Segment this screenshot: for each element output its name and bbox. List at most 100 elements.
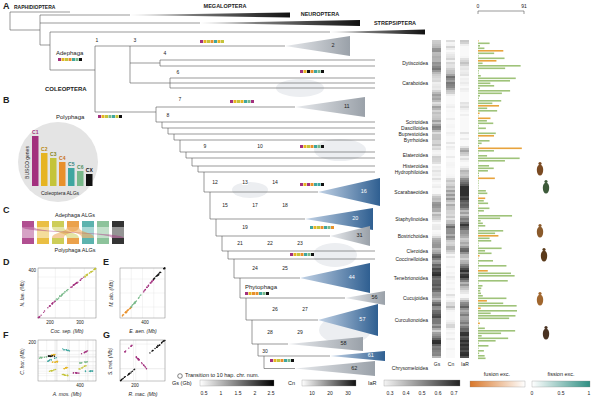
trait-heatmap <box>432 214 441 216</box>
alg-squares <box>270 359 273 362</box>
synteny-plot <box>122 378 123 379</box>
tree-branch <box>240 278 241 298</box>
synteny-plot <box>57 361 58 362</box>
axis-title: E. aen. (Mb) <box>129 329 157 334</box>
rearrangement-bar <box>478 145 479 147</box>
tree-branch <box>95 112 156 113</box>
beetle-icon <box>543 183 549 194</box>
synteny-plot <box>54 354 55 355</box>
trait-heatmap <box>432 284 441 286</box>
trait-heatmap <box>460 296 469 298</box>
alg-squares <box>307 183 310 186</box>
trait-heatmap <box>460 126 469 128</box>
trait-heatmap <box>446 156 455 158</box>
trait-heatmap <box>446 300 455 302</box>
synteny-plot <box>44 310 45 311</box>
trait-heatmap <box>446 106 455 108</box>
trait-heatmap <box>460 304 469 306</box>
synteny-plot <box>157 345 158 346</box>
color-scale <box>532 381 590 387</box>
rearrangement-bar <box>478 260 493 262</box>
rearrangement-bar <box>478 165 489 167</box>
alg-squares <box>321 145 324 148</box>
rearrangement-bar <box>478 158 520 160</box>
synteny-plot <box>64 368 65 369</box>
synteny-plot <box>44 357 45 358</box>
synteny-plot <box>54 362 55 363</box>
trait-heatmap <box>460 56 469 58</box>
synteny-plot <box>50 359 51 360</box>
rearrangement-bar <box>478 120 487 122</box>
trait-heatmap <box>446 250 455 252</box>
trait-heatmap <box>446 120 455 122</box>
synteny-plot <box>120 340 165 381</box>
alg-squares <box>314 183 317 186</box>
alg-squares <box>321 183 324 186</box>
synteny-plot <box>162 341 163 342</box>
synteny-plot <box>161 342 162 343</box>
alg-count-panel: C1C2C3C4C5C6CXBUSCO genesColeoptera ALGs <box>18 122 98 202</box>
synteny-plot <box>51 356 52 357</box>
trait-heatmap <box>460 42 469 44</box>
rearrangement-bar <box>478 240 491 242</box>
synteny-plot <box>85 340 86 381</box>
trait-heatmap <box>432 298 441 300</box>
trait-heatmap <box>432 148 441 150</box>
rearrangement-bar <box>478 215 512 217</box>
trait-heatmap <box>446 124 455 126</box>
tree-branch <box>246 320 318 321</box>
trait-heatmap <box>432 168 441 170</box>
rearrangement-bar <box>478 278 480 280</box>
trait-heatmap <box>460 210 469 212</box>
axis-title: A. mos. (Mb) <box>53 392 82 397</box>
rearrangement-bar <box>478 123 493 125</box>
trait-heatmap <box>460 60 469 62</box>
alg-squares <box>256 292 259 295</box>
alg-ribbon <box>67 227 94 238</box>
scale-tick: 1 <box>220 391 223 396</box>
clade-triangle <box>285 36 350 56</box>
rearrangement-bar <box>478 358 486 360</box>
alg-squares <box>310 226 313 229</box>
synteny-plot <box>38 277 96 278</box>
clade-triangle <box>295 361 375 376</box>
trait-heatmap <box>446 256 455 258</box>
synteny-plot <box>159 272 160 273</box>
rearrangement-bar <box>478 11 479 14</box>
trait-heatmap <box>460 80 469 82</box>
trait-heatmap <box>460 186 469 188</box>
synteny-plot <box>150 282 151 283</box>
trait-heatmap <box>460 278 469 280</box>
synteny-plot <box>63 368 64 369</box>
node-number: 10 <box>257 144 264 149</box>
trait-heatmap <box>460 134 469 136</box>
synteny-plot <box>87 274 88 275</box>
alg-squares <box>300 145 303 148</box>
trait-heatmap <box>460 290 469 292</box>
synteny-plot <box>38 340 96 381</box>
axis-title: Coc. sep. (Mb) <box>51 329 84 334</box>
trait-heatmap <box>460 90 469 92</box>
synteny-plot <box>53 354 54 355</box>
beetle-icon <box>537 165 543 176</box>
trait-heatmap <box>460 190 469 192</box>
clade-number: 57 <box>359 317 365 323</box>
rearrangement-bar <box>478 285 482 287</box>
trait-heatmap <box>432 206 441 208</box>
trait-heatmap <box>446 226 455 228</box>
clade-name: Polyphaga <box>56 114 84 120</box>
synteny-plot <box>76 372 77 373</box>
beetle-icon <box>538 162 541 165</box>
synteny-plot <box>85 362 86 363</box>
synteny-plot <box>151 281 152 282</box>
rearrangement-bar <box>478 195 480 197</box>
trait-heatmap <box>432 252 441 254</box>
trait-heatmap <box>446 352 455 354</box>
synteny-plot <box>129 308 130 309</box>
rearrangement-bar <box>478 45 480 47</box>
trait-heatmap <box>432 320 441 322</box>
synteny-plot <box>149 352 150 353</box>
trait-heatmap <box>460 70 469 72</box>
scale-tick: 0.5 <box>201 391 208 396</box>
synteny-plot <box>161 342 162 343</box>
